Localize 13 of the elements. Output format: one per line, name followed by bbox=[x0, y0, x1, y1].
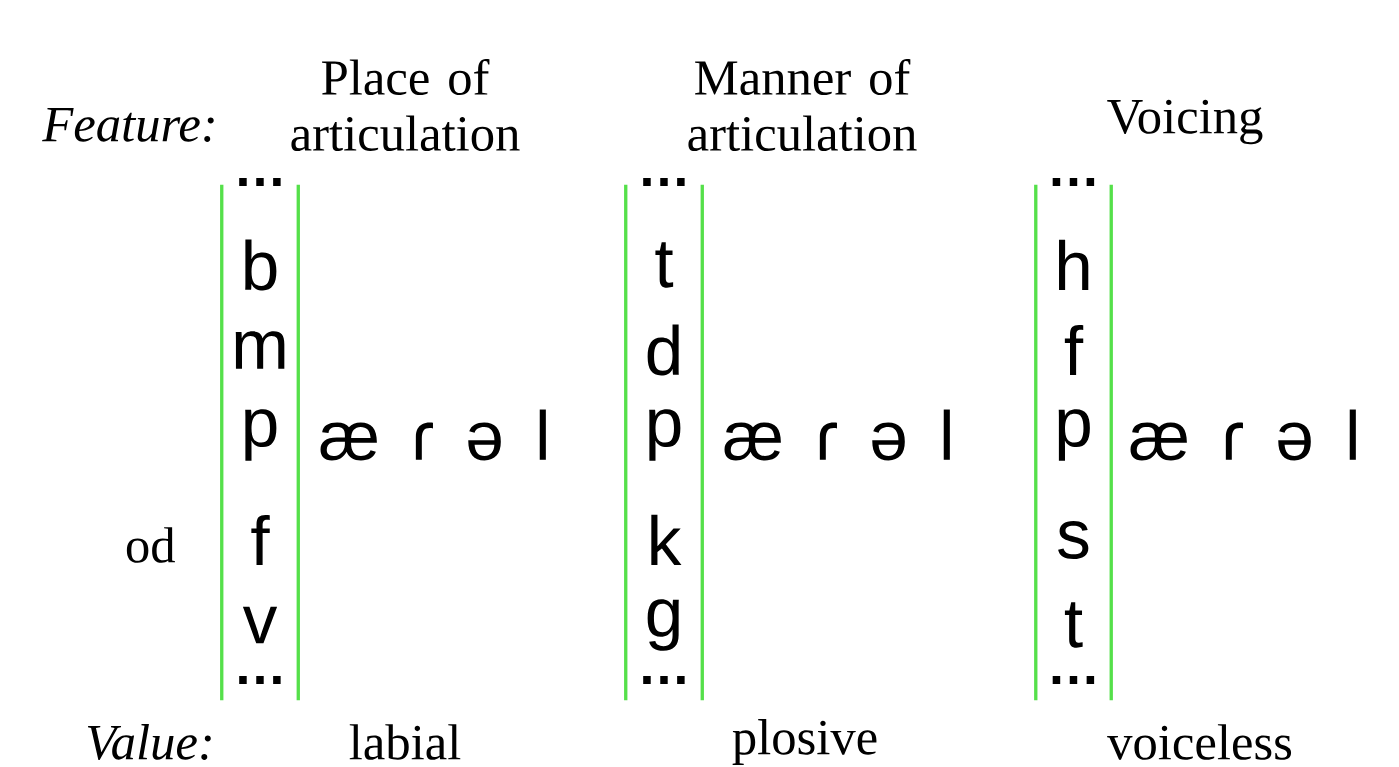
segment-column: … h f p s t … bbox=[1034, 178, 1113, 701]
feature-name: Voicing bbox=[1107, 99, 1263, 145]
feature-value: plosive bbox=[732, 719, 877, 765]
feature-name: Manner of articulation bbox=[688, 58, 917, 152]
feature-name: Place of articulation bbox=[291, 58, 520, 152]
segment-column: … b m p f v … bbox=[220, 178, 300, 701]
value-heading: Value: bbox=[87, 724, 211, 760]
segment-string: æ ɾ ə l bbox=[724, 409, 950, 461]
segment-column: … t d p k g … bbox=[624, 178, 704, 701]
segment-string: æ ɾ ə l bbox=[320, 409, 546, 461]
feature-value: labial bbox=[349, 724, 461, 760]
feature-value: voiceless bbox=[1107, 724, 1292, 760]
feature-heading: Feature: bbox=[42, 108, 214, 142]
